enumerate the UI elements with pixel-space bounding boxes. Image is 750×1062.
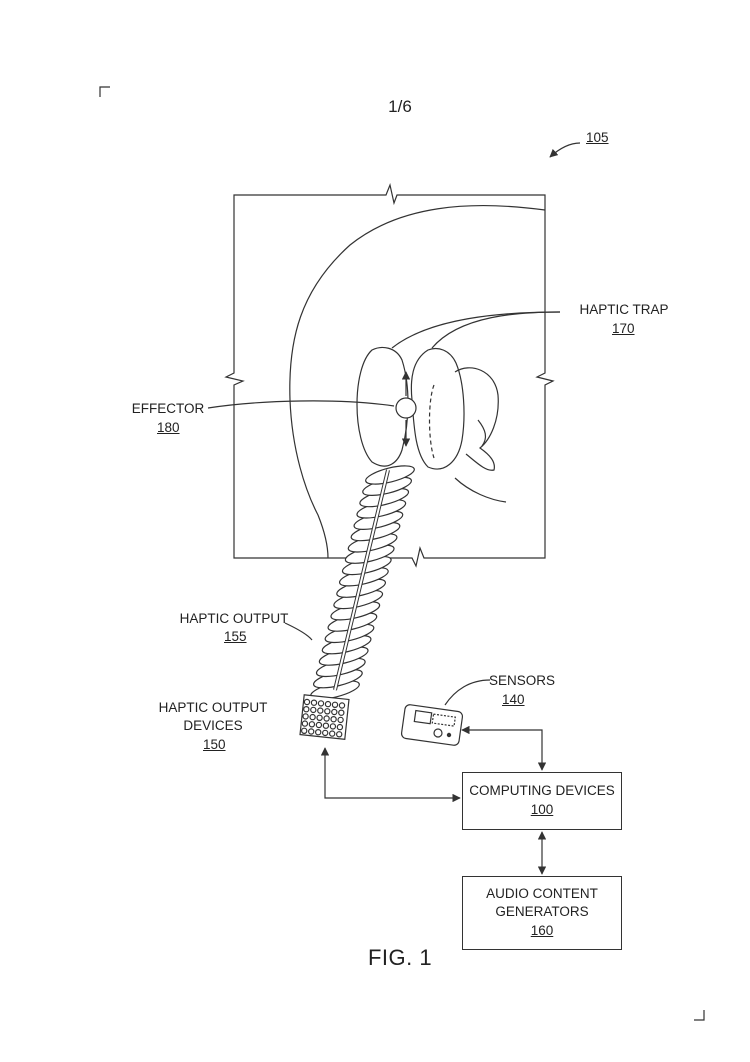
ear-outer xyxy=(454,367,499,471)
system-reference: 105 xyxy=(586,130,609,145)
transducer-element xyxy=(316,714,323,722)
sensor-grille xyxy=(431,713,456,727)
transducer-element xyxy=(336,723,344,731)
computing-devices-reference: 100 xyxy=(530,802,554,817)
transducer-element xyxy=(303,706,310,713)
wave-ring xyxy=(365,465,415,485)
transducer-element xyxy=(329,723,337,730)
transducer-element xyxy=(308,721,316,728)
transducer-element xyxy=(310,699,318,706)
jaw-line xyxy=(454,477,507,503)
figure-caption: FIG. 1 xyxy=(367,945,433,970)
haptic-output-devices-reference: 150 xyxy=(203,737,226,752)
corner-mark-bottom-right xyxy=(694,1010,705,1021)
haptic-trap-right xyxy=(410,347,465,470)
transducer-element xyxy=(331,701,339,709)
link-sensors-to-computing xyxy=(461,725,547,771)
transducer-element xyxy=(329,730,336,737)
audio-content-generators-label-line1: AUDIO CONTENT xyxy=(486,886,598,901)
sensor-screen xyxy=(413,709,433,725)
haptic-output-devices-label-line1: HAPTIC OUTPUT xyxy=(158,700,268,715)
ear-inner xyxy=(477,419,487,447)
corner-mark-top-left xyxy=(99,86,110,97)
leader-sensors xyxy=(444,679,491,706)
transducer-element xyxy=(308,728,315,735)
transducer-element xyxy=(330,716,337,723)
transducer-element xyxy=(324,708,331,715)
link-array-to-computing xyxy=(320,747,461,803)
transducer-element xyxy=(336,731,343,738)
audio-content-generators-label-line2: GENERATORS xyxy=(495,904,589,919)
transducer-element xyxy=(302,713,309,720)
audio-content-generators-reference: 160 xyxy=(530,923,554,938)
sheet-number: 1/6 xyxy=(388,97,412,116)
haptic-trap-reference: 170 xyxy=(612,321,635,336)
transducer-elements xyxy=(301,698,346,738)
computing-devices-label: COMPUTING DEVICES xyxy=(469,783,615,798)
sensor-led xyxy=(446,732,452,738)
transducer-element xyxy=(324,700,332,708)
transducer-element xyxy=(301,727,308,735)
leader-haptic-trap-2 xyxy=(431,311,561,349)
sensors-reference: 140 xyxy=(502,692,525,707)
computing-devices-box: COMPUTING DEVICES 100 xyxy=(462,772,622,830)
audio-content-generators-box: AUDIO CONTENT GENERATORS 160 xyxy=(462,876,622,950)
transducer-element xyxy=(322,722,330,729)
haptic-output-reference: 155 xyxy=(224,629,247,644)
transducer-element xyxy=(301,720,309,727)
haptic-output-label: HAPTIC OUTPUT xyxy=(179,611,289,626)
haptic-trap-label: HAPTIC TRAP xyxy=(579,302,669,317)
head-view-frame xyxy=(224,182,555,568)
effector-label: EFFECTOR xyxy=(131,401,205,416)
haptic-output-devices-label-line2: DEVICES xyxy=(183,718,243,733)
transducer-element xyxy=(310,706,317,714)
sensor-button xyxy=(433,728,443,738)
leader-haptic-trap-1 xyxy=(391,311,561,349)
leader-haptic-output xyxy=(284,622,313,641)
effector-ball xyxy=(395,397,417,419)
sensors-label: SENSORS xyxy=(488,673,556,688)
leader-effector xyxy=(207,400,395,409)
transducer-element xyxy=(309,713,316,721)
haptic-trap-left xyxy=(356,346,409,467)
effector-reference: 180 xyxy=(157,420,180,435)
transducer-element xyxy=(303,698,311,706)
transducer-element xyxy=(338,709,345,716)
transducer-element xyxy=(323,715,330,722)
reference-arrow-105 xyxy=(549,142,581,158)
head-outline xyxy=(289,204,546,559)
haptic-trap-dashed xyxy=(428,384,435,459)
haptic-output-beam-1-inner xyxy=(334,469,389,691)
transducer-element xyxy=(315,721,323,729)
transducer-element xyxy=(317,707,324,714)
transducer-element xyxy=(338,702,346,709)
transducer-element xyxy=(317,700,325,707)
transducer-element xyxy=(331,708,338,716)
transducer-element xyxy=(337,716,344,724)
haptic-output-wave xyxy=(310,465,415,700)
transducer-element xyxy=(315,729,322,736)
transducer-element xyxy=(322,729,329,737)
